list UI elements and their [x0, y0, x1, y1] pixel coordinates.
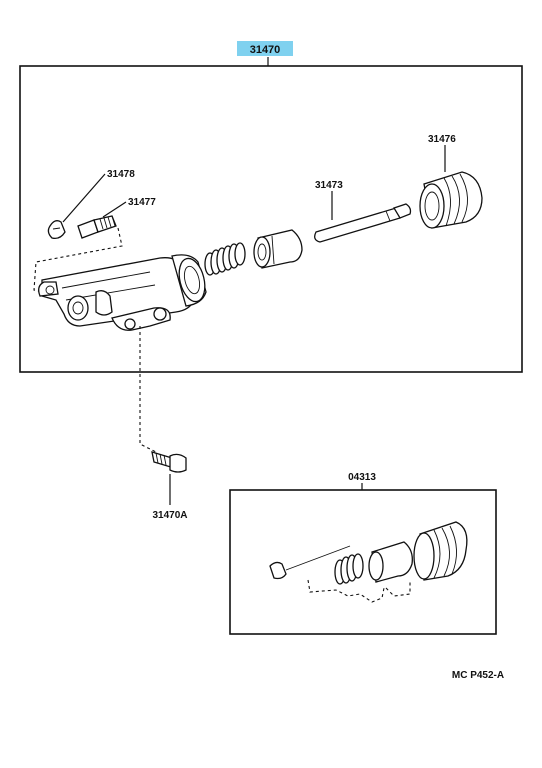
bleeder-guide-line: [33, 227, 123, 293]
assembly-label-highlight: [237, 41, 293, 56]
leader-31477: [102, 201, 127, 218]
part-label-31478: 31478: [107, 169, 135, 180]
leader-31478: [62, 173, 106, 223]
part-label-31473: 31473: [315, 180, 343, 191]
part-piston[interactable]: [253, 229, 303, 269]
cylinder-body[interactable]: [38, 254, 209, 331]
reference-code: MC P452-A: [452, 670, 504, 681]
part-label-31477: 31477: [128, 197, 156, 208]
assembly-label: 31470: [250, 44, 281, 56]
part-label-31476: 31476: [428, 134, 456, 145]
repair-kit-callout[interactable]: 04313: [229, 472, 497, 635]
part-label-04313: 04313: [348, 472, 376, 483]
part-31473-push-rod[interactable]: 31473: [314, 180, 412, 243]
repair-kit-frame: [229, 489, 497, 635]
part-31476-boot[interactable]: 31476: [419, 134, 483, 229]
part-31477-bleeder-plug[interactable]: 31477: [77, 197, 156, 239]
assembly-frame: [19, 65, 523, 373]
assembly-callout[interactable]: 31470: [237, 41, 293, 66]
bolt-guide-line: [139, 326, 157, 453]
part-31470A-bolt[interactable]: 31470A: [139, 326, 188, 521]
part-spring[interactable]: [204, 242, 246, 276]
part-31478-bleeder-cap[interactable]: 31478: [47, 169, 135, 240]
part-label-31470A: 31470A: [152, 510, 187, 521]
